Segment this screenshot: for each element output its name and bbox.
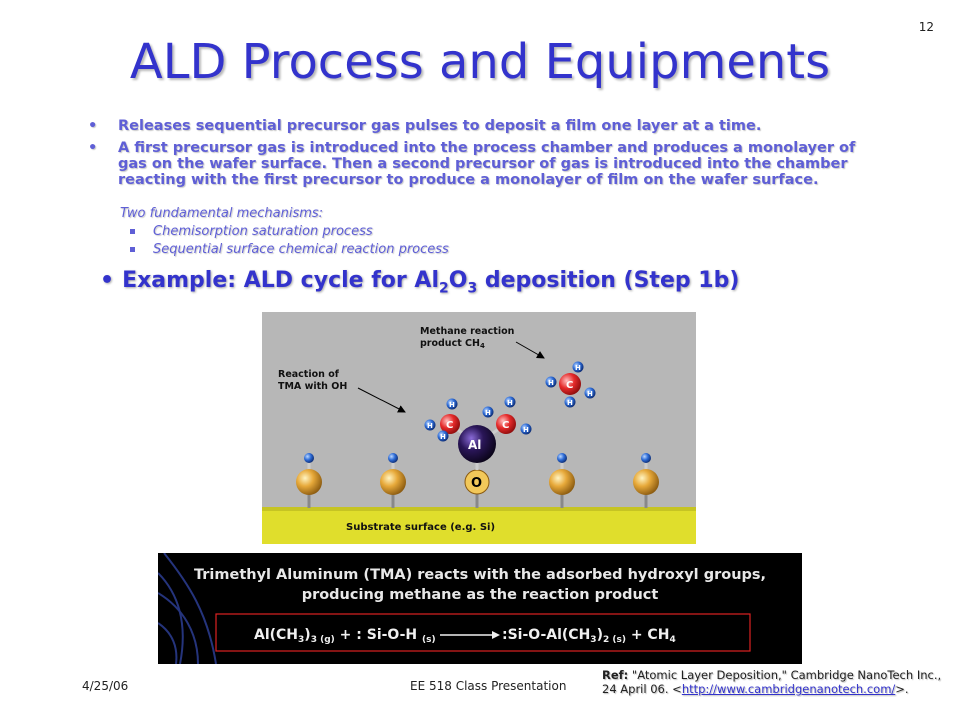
slide-number: 12 [918, 20, 934, 34]
ref-label: Ref: [602, 668, 629, 682]
reaction-equation-box: Trimethyl Aluminum (TMA) reacts with the… [158, 553, 802, 664]
bullet-dot-icon: • [88, 118, 98, 134]
equation-description-line1: Trimethyl Aluminum (TMA) reacts with the… [194, 567, 766, 583]
mechanisms-heading: Two fundamental mechanisms: [120, 206, 324, 221]
chemical-equation: Al(CH3)3 (g) + : Si-O-H (s) [254, 627, 436, 645]
svg-text:H: H [427, 422, 433, 430]
equation-description-line2: producing methane as the reaction produc… [302, 587, 659, 603]
methane-label-line1: Methane reaction [420, 326, 515, 337]
substrate-layer [262, 510, 696, 544]
substrate-label: Substrate surface (e.g. Si) [346, 522, 495, 533]
svg-text:H: H [449, 401, 455, 409]
bullet-dot-icon: • [100, 268, 115, 293]
equation-frame [215, 613, 751, 652]
bullet-list: • Releases sequential precursor gas pulse… [88, 118, 878, 194]
chemical-equation-products: :Si-O-Al(CH3)2 (s) + CH4 [502, 627, 676, 645]
mechanism-item: Sequential surface chemical reaction pro… [130, 242, 449, 257]
bullet-item: • A first precursor gas is introduced int… [88, 140, 878, 188]
aluminum-label: Al [468, 438, 481, 452]
mechanism-text: Chemisorption saturation process [153, 224, 373, 239]
footer-title: EE 518 Class Presentation [410, 679, 567, 693]
tma-label-line1: Reaction of [278, 369, 340, 380]
carbon-label: C [566, 380, 573, 391]
carbon-label: C [502, 420, 509, 431]
bullet-text: Releases sequential precursor gas pulses… [118, 118, 762, 134]
methane-label-line2: product CH4 [420, 338, 485, 350]
methane-molecule: C H H H H [545, 361, 596, 408]
bullet-text: A first precursor gas is introduced into… [118, 140, 856, 188]
svg-text:H: H [587, 390, 593, 398]
mechanism-text: Sequential surface chemical reaction pro… [153, 242, 449, 257]
svg-text:H: H [485, 409, 491, 417]
example-heading: •Example: ALD cycle for Al2O3 deposition… [100, 268, 740, 297]
mechanism-item: Chemisorption saturation process [130, 224, 373, 239]
svg-text:H: H [575, 364, 581, 372]
square-bullet-icon [130, 247, 135, 252]
svg-text:H: H [523, 426, 529, 434]
tma-arrow [357, 387, 406, 413]
oxygen-label: O [471, 476, 482, 491]
square-bullet-icon [130, 229, 135, 234]
surface-site [549, 453, 575, 508]
substrate-edge [262, 507, 696, 511]
svg-text:H: H [567, 399, 573, 407]
ref-text: >. [895, 682, 909, 696]
reaction-arrow-head [492, 631, 500, 639]
svg-text:H: H [548, 379, 554, 387]
decorative-swirl-lines [158, 553, 217, 664]
surface-site [633, 453, 659, 508]
tma-label-line2: TMA with OH [278, 381, 347, 392]
bullet-dot-icon: • [88, 140, 98, 156]
bullet-item: • Releases sequential precursor gas pulse… [88, 118, 878, 134]
methane-arrow [515, 341, 545, 359]
surface-site [380, 453, 406, 508]
svg-text:H: H [507, 399, 513, 407]
ref-text: "Atomic Layer Deposition," Cambridge Nan… [628, 668, 942, 682]
svg-text:H: H [440, 433, 446, 441]
footer-date: 4/25/06 [82, 679, 129, 693]
ald-step-diagram: Substrate surface (e.g. Si) O Al [262, 312, 696, 544]
carbon-label: C [446, 420, 453, 431]
slide-title: ALD Process and Equipments [129, 34, 831, 90]
tma-molecule: Al C H H H C H H H [424, 396, 532, 470]
reference-citation: Ref: "Atomic Layer Deposition," Cambridg… [602, 668, 941, 696]
ref-text: 24 April 06. < [602, 682, 682, 696]
reference-link[interactable]: http://www.cambridgenanotech.com/ [681, 682, 896, 696]
surface-site [296, 453, 322, 508]
